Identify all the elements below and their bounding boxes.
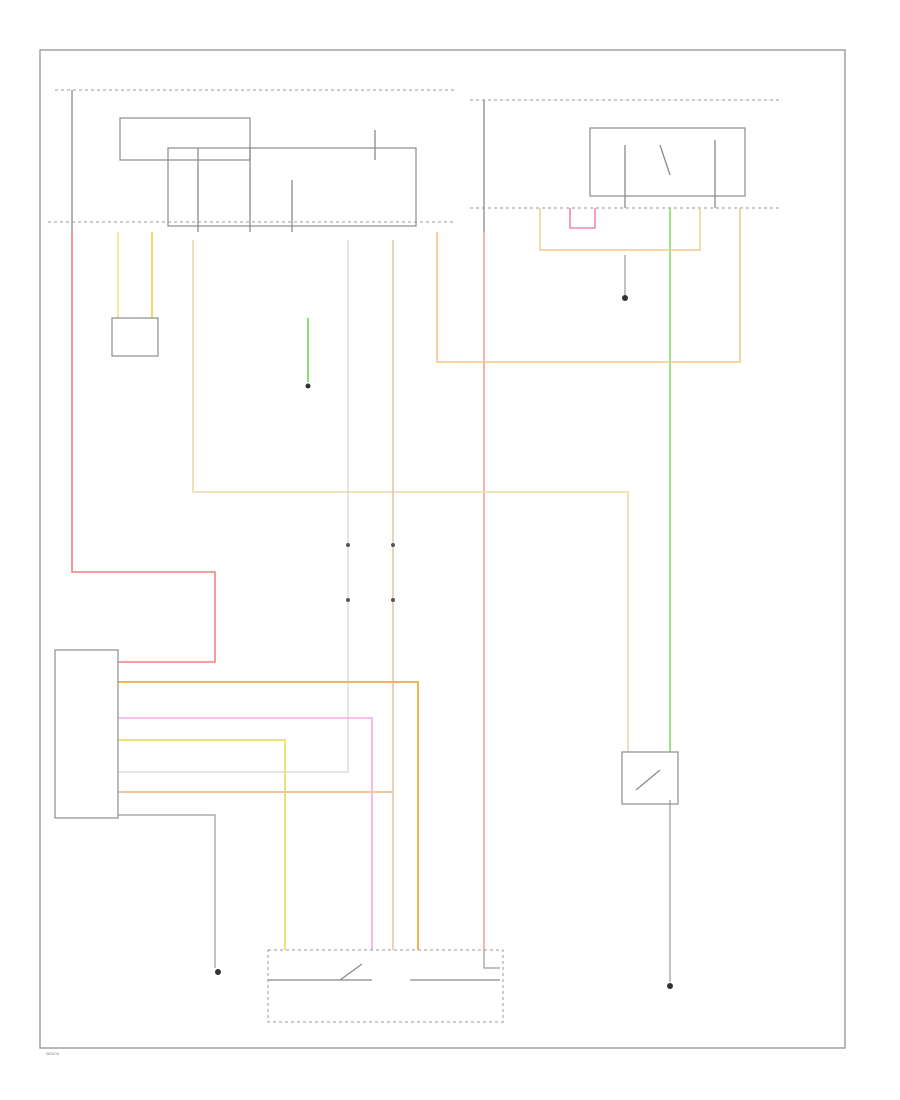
diagram-footer-code: W0000	[46, 1052, 60, 1056]
ground-symbol-top-right	[622, 295, 628, 301]
bottom-switch-assembly	[267, 949, 504, 1023]
wire-gray-thin	[118, 240, 349, 773]
ground-symbol-left	[215, 969, 221, 975]
wire-tan-long	[192, 240, 629, 752]
wire-ground-right	[483, 255, 671, 982]
wire-orange-right	[436, 208, 741, 363]
wire-orange-bus	[539, 208, 701, 251]
wire-pink-short	[569, 208, 596, 229]
wire-orange-cluster	[118, 681, 419, 950]
diagram-frame	[39, 49, 846, 1049]
wire-red-battery	[71, 232, 216, 663]
ground-symbol-right	[667, 983, 673, 989]
switch-component-right	[621, 751, 679, 805]
wire-ground-cluster	[118, 814, 216, 968]
cluster-module	[54, 649, 119, 819]
inline-connector-mid	[346, 543, 395, 602]
wire-pink-long	[118, 717, 373, 950]
power-distribution-right	[470, 99, 780, 232]
ground-symbol-mid	[305, 383, 311, 389]
relay-component-left	[111, 317, 159, 357]
power-distribution-left	[48, 89, 455, 232]
wire-yellow-cluster	[118, 739, 286, 950]
